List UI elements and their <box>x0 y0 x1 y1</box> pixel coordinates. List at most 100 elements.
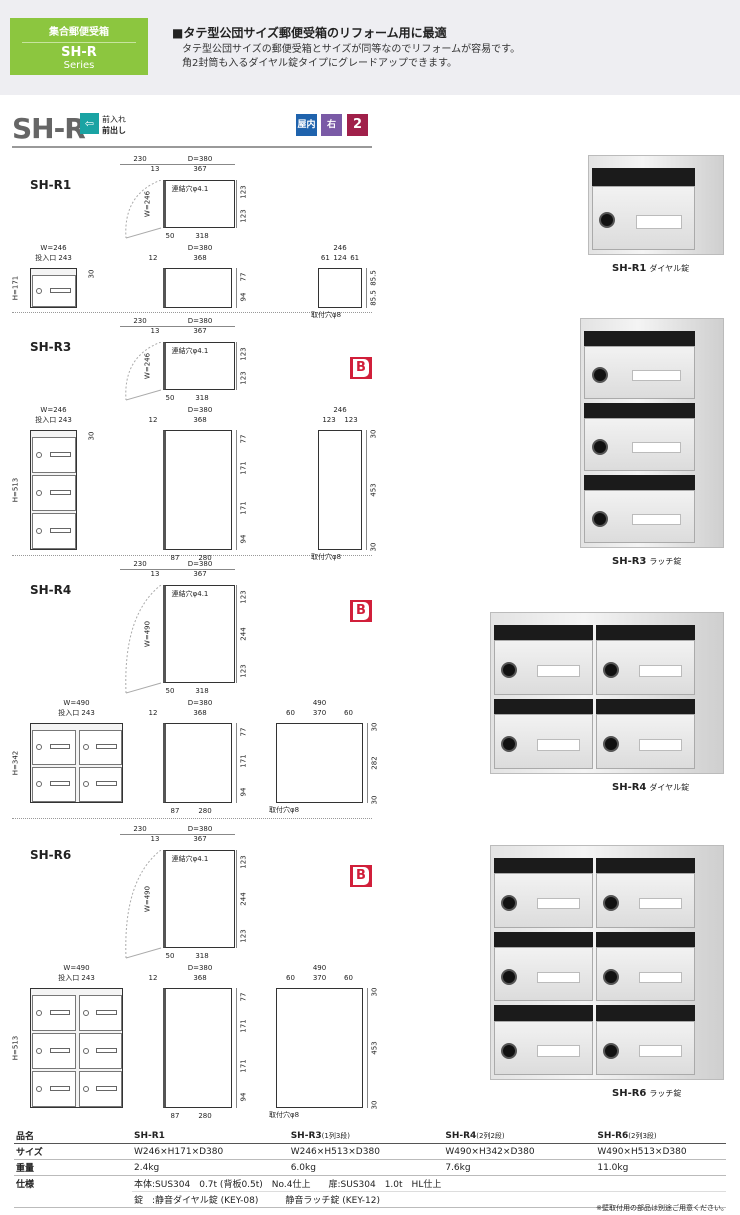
name-plate <box>49 1085 71 1091</box>
lock-icon <box>82 1047 89 1054</box>
weight-cell: 6.0kg <box>288 1159 444 1176</box>
dim-back-vertical: 85.5 <box>369 270 378 286</box>
door-swing-arc <box>125 850 162 959</box>
lock-icon <box>82 781 89 788</box>
badge-letter: B <box>353 359 369 377</box>
dim-front-width: W=490 <box>63 699 90 707</box>
dimension-line <box>236 342 237 390</box>
mail-slot <box>596 858 695 874</box>
row-label: 重量 <box>14 1159 132 1176</box>
name-plate <box>638 971 683 984</box>
side-view <box>163 268 232 308</box>
lock-icon <box>500 662 517 679</box>
dim-side-bottom: 280 <box>198 554 212 562</box>
dim-offset: 13 <box>150 327 160 335</box>
model-note: (2列3段) <box>628 1131 657 1140</box>
spec-table: 品名 SH-R1 SH-R3(1列3段) SH-R4(2列2段) SH-R6(2… <box>14 1128 726 1208</box>
model-note: (1列3段) <box>321 1131 351 1140</box>
section-divider <box>12 312 372 313</box>
lock-icon <box>36 744 42 751</box>
dim-side-vertical: 94 <box>239 1092 248 1102</box>
table-row: 錠 :静音ダイヤル錠 (KEY-08) 静音ラッチ錠 (KEY-12) <box>14 1191 726 1208</box>
dimension-line <box>236 268 237 308</box>
front-door <box>32 1071 76 1107</box>
lock-icon <box>36 527 42 534</box>
mailbox-unit <box>494 625 593 695</box>
dimension-line <box>367 988 368 1108</box>
front-door <box>32 995 76 1031</box>
section-divider <box>12 555 372 556</box>
series-name: SH-R <box>61 45 97 60</box>
dim-rear: 318 <box>195 687 209 695</box>
table-row: 仕様 本体:SUS304 0.7t (背板0.5t) No.4仕上 扉:SUS3… <box>14 1175 726 1208</box>
photo-lock-type: ダイヤル錠 <box>649 264 690 273</box>
dim-side-vertical: 171 <box>239 1019 248 1033</box>
door-swing-arc <box>125 342 162 401</box>
dim-back-width: 246 <box>333 406 347 414</box>
mailbox-door <box>596 946 695 1002</box>
dim-side-vertical: 94 <box>239 292 248 302</box>
mail-slot <box>596 1005 695 1021</box>
dim-front-offset: 50 <box>165 394 175 402</box>
dim-height: H=513 <box>11 477 20 503</box>
dim-back-vertical: 30 <box>370 1100 379 1110</box>
product-photo <box>580 318 724 548</box>
row-label: サイズ <box>14 1143 132 1160</box>
description-line-1: タテ型公団サイズの郵便受箱とサイズが同等なのでリフォームが容易です。 <box>182 44 521 55</box>
dim-rear: 318 <box>195 232 209 240</box>
lock-icon <box>602 895 619 912</box>
dim-side-depth: D=380 <box>187 406 213 414</box>
front-in-label: 前入れ <box>102 115 126 124</box>
mailbox-unit <box>584 475 695 543</box>
dim-height: H=342 <box>11 750 20 776</box>
front-door <box>78 767 122 802</box>
front-door <box>32 1033 76 1069</box>
front-door <box>32 437 76 473</box>
name-plate <box>49 1047 71 1053</box>
front-view <box>30 988 123 1108</box>
lock-icon <box>500 736 517 753</box>
dim-side-vertical: 171 <box>239 501 248 515</box>
dim-front-width: W=246 <box>40 244 67 252</box>
mailbox-unit <box>494 931 593 1002</box>
indoor-icon: 屋内 <box>296 114 317 136</box>
mailbox-door <box>584 489 695 543</box>
photo-lock-type: ラッチ錠 <box>649 1089 682 1098</box>
name-plate <box>536 739 581 751</box>
dimension-line <box>367 723 368 803</box>
table-row: サイズ W246×H171×D380 W246×H513×D380 W490×H… <box>14 1143 726 1160</box>
photo-model: SH-R1 <box>612 263 647 274</box>
lock-icon <box>602 662 619 679</box>
weight-cell: 7.6kg <box>443 1159 596 1176</box>
mounting-hole-label: 取付穴φ8 <box>268 806 300 814</box>
lock-icon <box>500 895 517 912</box>
lock-icon <box>591 367 608 384</box>
dim-vertical: 123 <box>239 664 248 678</box>
mail-slot <box>584 403 695 418</box>
dim-slot-height: 30 <box>87 431 96 441</box>
mailbox-unit <box>596 858 695 928</box>
section-title: SH-R6 <box>30 848 72 862</box>
dim-side-bottom: 280 <box>198 807 212 815</box>
dim-back-vertical: 30 <box>369 542 378 552</box>
name-plate <box>96 744 117 750</box>
mail-slot <box>494 858 593 874</box>
dim-front-offset: 50 <box>165 687 175 695</box>
name-plate <box>96 1085 117 1091</box>
lock-icon <box>500 1042 517 1059</box>
mail-slot <box>494 625 593 641</box>
top-view-body <box>163 850 235 948</box>
headline: ■タテ型公団サイズ郵便受箱のリフォーム用に最適 <box>172 26 447 40</box>
dim-vertical: 123 <box>239 185 248 199</box>
size-cell: W246×H171×D380 <box>132 1143 289 1160</box>
side-view <box>163 723 232 803</box>
dim-back-sub: 60 <box>344 974 353 982</box>
mail-slot <box>596 625 695 641</box>
dim-height: H=171 <box>11 275 20 301</box>
mailbox-unit <box>494 699 593 769</box>
dim-side-depth: D=380 <box>187 699 213 707</box>
name-plate <box>49 527 71 533</box>
